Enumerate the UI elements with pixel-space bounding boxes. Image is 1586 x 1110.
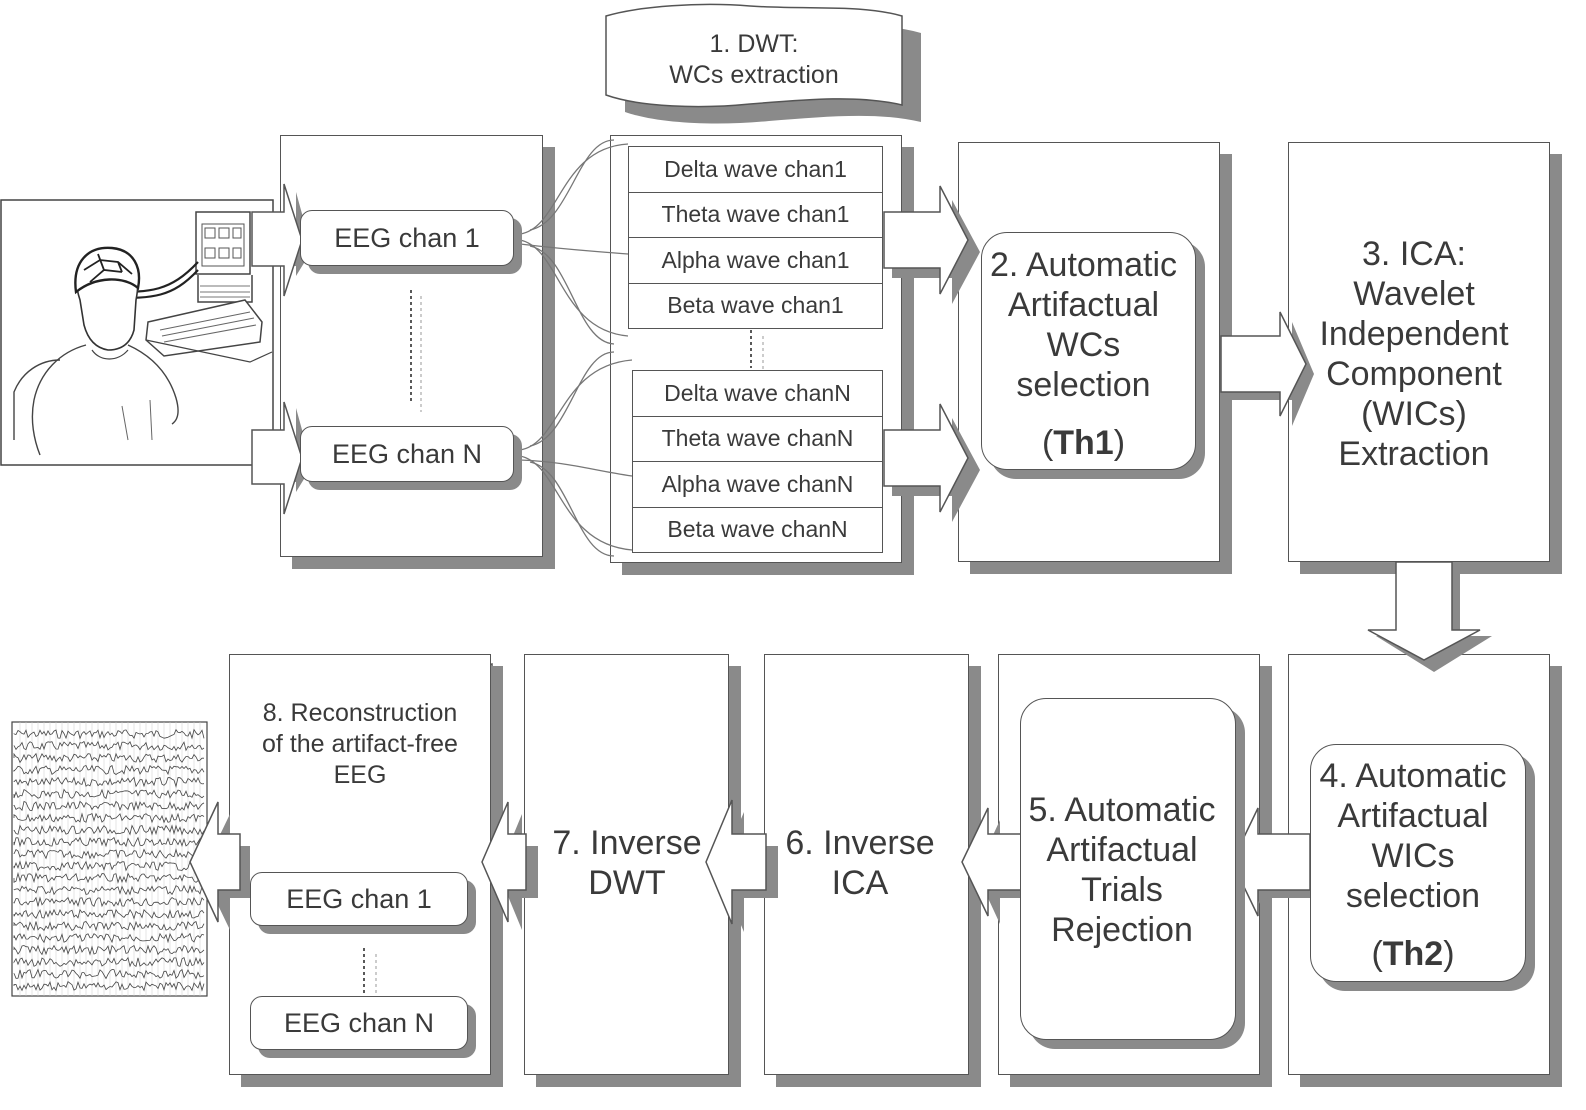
wavelet-chan1-3: Beta wave chan1 — [628, 282, 883, 329]
step5-label: 5. Automatic Artifactual Trials Rejectio… — [1028, 791, 1216, 949]
eeg-trace-line — [13, 980, 205, 992]
wavelet-chan1-0: Delta wave chan1 — [628, 146, 883, 193]
wavelet-chann-3: Beta wave chanN — [632, 506, 883, 553]
arrow-step6-to-step7 — [705, 799, 767, 925]
eeg-trace-line — [13, 896, 205, 908]
eeg-trace-line — [13, 800, 205, 812]
step2-threshold: (Th1) — [1041, 424, 1126, 462]
arrow-step4-to-step5 — [1231, 807, 1311, 917]
eeg-trace-line — [13, 740, 205, 752]
eeg-trace-line — [13, 956, 205, 968]
eeg-trace-line — [13, 728, 205, 740]
step2-label: 2. Automatic Artifactual WCs selection (… — [981, 246, 1186, 462]
input-eeg-chan-n: EEG chan N — [300, 426, 514, 482]
input-eeg-chan-1: EEG chan 1 — [300, 210, 514, 266]
eeg-trace-line — [13, 812, 205, 824]
eeg-trace-line — [13, 752, 204, 764]
eeg-trace-line — [13, 860, 205, 872]
eeg-trace-line — [13, 788, 205, 800]
step4-box — [1310, 744, 1526, 982]
step8-label: 8. Reconstruction of the artifact-free E… — [262, 698, 458, 789]
arrow-step7-to-step8 — [481, 801, 527, 923]
eeg-trace-line — [13, 848, 205, 860]
eeg-trace-line — [13, 776, 205, 789]
arrow-wavelet-chan1-to-step2 — [883, 185, 969, 295]
arrow-wavelet-chanN-to-step2 — [883, 403, 969, 513]
eeg-trace-line — [13, 968, 205, 980]
eeg-trace-line — [13, 764, 205, 776]
eeg-trace-line — [13, 824, 205, 836]
split-connectors — [519, 139, 633, 557]
input-arrow-chan1 — [251, 183, 303, 297]
eeg-trace-line — [13, 908, 205, 920]
step6-label: 6. Inverse ICA — [785, 824, 935, 902]
wavelet-chann-1: Theta wave chanN — [632, 415, 883, 462]
eeg-trace-line — [13, 871, 205, 884]
wavelet-chann-2: Alpha wave chanN — [632, 461, 883, 508]
arrow-step8-to-output — [189, 801, 241, 923]
eeg-trace-line — [13, 884, 205, 896]
step1-line1: 1. DWT: — [709, 30, 799, 58]
arrow-step3-to-step4 — [1367, 561, 1481, 661]
eeg-trace-line — [13, 932, 205, 944]
wavelet-chann-0: Delta wave chanN — [632, 370, 883, 417]
arrow-step5-to-step6 — [961, 807, 1023, 917]
wavelet-chan1-2: Alpha wave chan1 — [628, 237, 883, 284]
step4-label: 4. Automatic Artifactual WICs selection … — [1300, 757, 1526, 973]
step3-panel — [1288, 142, 1550, 562]
wavelet-chan1-1: Theta wave chan1 — [628, 191, 883, 238]
output-eeg-chan-n: EEG chan N — [250, 996, 468, 1050]
arrow-step2-to-step3 — [1220, 311, 1307, 417]
step3-label: 3. ICA: Wavelet Independent Component (W… — [1319, 235, 1509, 473]
step2-box — [981, 232, 1196, 470]
step4-threshold: (Th2) — [1371, 935, 1455, 973]
step4-text: 4. Automatic Artifactual WICs selection — [1319, 757, 1507, 915]
step7-label: 7. Inverse DWT — [552, 824, 702, 902]
step1-line2: WCs extraction — [669, 61, 839, 89]
step5-box — [1020, 698, 1236, 1040]
eeg-subject-illustration — [0, 199, 274, 466]
step1-banner-shape — [605, 3, 921, 124]
eeg-trace-line — [13, 920, 205, 932]
eeg-trace-line — [13, 836, 205, 848]
step1-label: 1. DWT: WCs extraction — [606, 16, 902, 104]
output-eeg-traces — [11, 721, 208, 997]
output-eeg-chan-1: EEG chan 1 — [250, 872, 468, 926]
input-arrow-chanN — [251, 401, 303, 515]
eeg-trace-line — [13, 944, 205, 956]
step2-text: 2. Automatic Artifactual WCs selection — [989, 246, 1178, 404]
